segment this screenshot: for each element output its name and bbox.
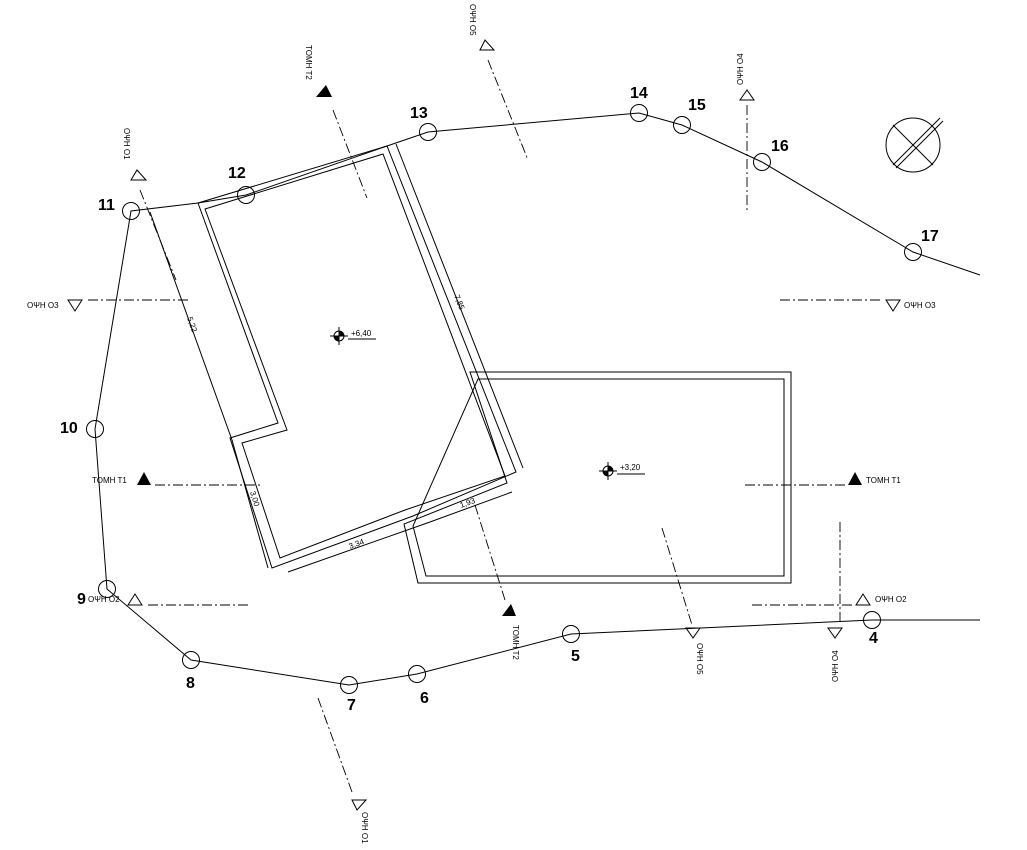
- point-label-4: 4: [869, 630, 878, 647]
- dim-line-193: [429, 491, 513, 523]
- level-label-lower: +3,20: [620, 463, 641, 472]
- dimension-label-522: 5,22: [185, 316, 199, 334]
- point-label-14: 14: [630, 85, 648, 102]
- building-upper-outer: [197, 145, 517, 569]
- point-label-10: 10: [60, 420, 78, 437]
- cut-line-o1-top: [139, 189, 177, 281]
- building-upper-line: [395, 143, 524, 469]
- point-label-15: 15: [688, 97, 706, 114]
- section-marker-t2-top: [316, 85, 332, 97]
- section-label-t2-bottom: ΤΟΜΗ Τ2: [511, 625, 520, 660]
- view-marker-o1-bottom: [351, 799, 368, 811]
- building-lower-inner: [412, 378, 785, 577]
- view-marker-o3-right: [885, 299, 901, 312]
- section-label-t1-left: ΤΟΜΗ Τ1: [92, 476, 127, 485]
- point-label-11: 11: [98, 197, 115, 214]
- view-marker-o2-right: [855, 593, 871, 606]
- point-label-8: 8: [186, 675, 195, 692]
- point-marker-17: [904, 243, 922, 261]
- point-marker-12: [237, 186, 255, 204]
- section-label-t1-right: ΤΟΜΗ Τ1: [866, 476, 901, 485]
- cut-line-o5-low: [661, 527, 693, 626]
- view-marker-o5-bottom: [685, 627, 701, 639]
- point-label-7: 7: [347, 697, 356, 714]
- point-label-5: 5: [571, 648, 580, 665]
- view-label-o5-bottom: ΟΨΗ Ο5: [695, 643, 704, 675]
- level-marker-lower-symbol: [599, 462, 645, 480]
- section-marker-t1-right: [848, 472, 862, 485]
- point-marker-6: [408, 665, 426, 683]
- building-lower-outer: [403, 371, 792, 584]
- dim-line-300: [231, 439, 269, 569]
- dim-line-522: [149, 211, 233, 441]
- view-marker-o2-left: [127, 593, 143, 606]
- point-marker-5: [562, 625, 580, 643]
- point-marker-8: [182, 651, 200, 669]
- building-upper-inner: [204, 153, 506, 559]
- point-marker-4: [863, 611, 881, 629]
- point-label-6: 6: [420, 690, 429, 707]
- point-label-16: 16: [771, 138, 789, 155]
- level-label-upper: +6,40: [351, 329, 372, 338]
- view-label-o2-right: ΟΨΗ Ο2: [875, 595, 907, 604]
- view-marker-o4-bottom: [827, 627, 843, 639]
- view-label-o2-left: ΟΨΗ Ο2: [88, 595, 120, 604]
- cut-line-o1-low: [317, 697, 353, 793]
- section-marker-t1-left: [137, 472, 151, 485]
- point-label-17: 17: [921, 228, 939, 245]
- view-marker-o1-top: [130, 169, 148, 181]
- cut-line-t2: [332, 109, 368, 199]
- plot-boundary: [94, 112, 981, 686]
- dimension-label-785: 7,85: [452, 293, 466, 311]
- point-label-13: 13: [410, 105, 428, 122]
- view-marker-o5-top: [479, 39, 496, 51]
- point-marker-16: [753, 153, 771, 171]
- cut-line-t2-low: [474, 504, 506, 601]
- view-label-o5-top: ΟΨΗ Ο5: [468, 4, 477, 36]
- level-marker-upper-symbol: [330, 327, 376, 345]
- point-marker-10: [86, 420, 104, 438]
- cut-line-o5-top: [487, 59, 529, 161]
- view-label-o3-left: ΟΨΗ Ο3: [27, 301, 59, 310]
- point-marker-7: [340, 676, 358, 694]
- view-label-o3-right: ΟΨΗ Ο3: [904, 301, 936, 310]
- dim-line-334: [287, 521, 431, 573]
- view-label-o4-top: ΟΨΗ Ο4: [736, 53, 745, 85]
- point-marker-11: [122, 202, 140, 220]
- point-marker-13: [419, 123, 437, 141]
- view-marker-o3-left: [67, 299, 83, 312]
- view-marker-o4-top: [739, 89, 755, 101]
- north-arrow-icon: [885, 117, 944, 173]
- section-marker-t2-bottom: [502, 604, 516, 616]
- point-label-9: 9: [77, 591, 86, 608]
- point-marker-9: [98, 580, 116, 598]
- point-marker-15: [673, 116, 691, 134]
- point-label-12: 12: [228, 165, 246, 182]
- view-label-o4-bottom: ΟΨΗ Ο4: [831, 650, 840, 682]
- view-label-o1-bottom: ΟΨΗ Ο1: [360, 812, 369, 844]
- view-label-o1-top: ΟΨΗ Ο1: [122, 128, 131, 160]
- point-marker-14: [630, 104, 648, 122]
- section-label-t2-top: ΤΟΜΗ Τ2: [304, 45, 313, 80]
